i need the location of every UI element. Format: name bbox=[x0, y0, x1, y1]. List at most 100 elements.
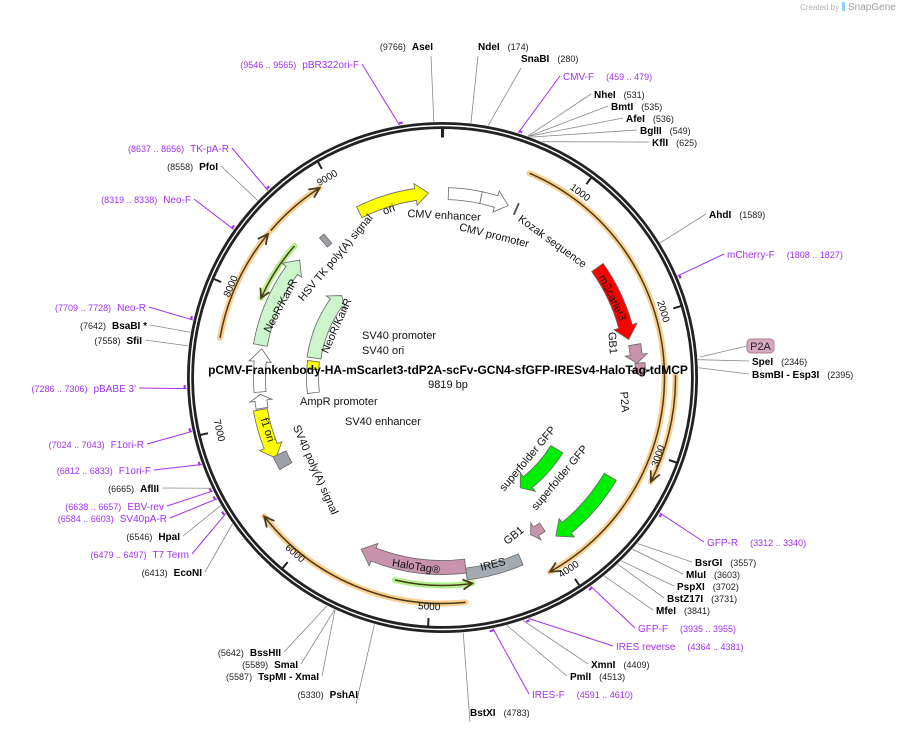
site-label[interactable]: NheI(531) bbox=[594, 90, 645, 101]
site-label[interactable]: IRES reverse(4364 .. 4381) bbox=[616, 642, 744, 653]
feature-superfolder-gfp[interactable] bbox=[519, 444, 564, 493]
site-label[interactable]: (6479 .. 6497)T7 Term bbox=[90, 550, 189, 561]
restriction-site[interactable]: SpeI(2346) bbox=[697, 357, 807, 368]
restriction-site[interactable]: BglII(549) bbox=[530, 126, 691, 138]
primer-site[interactable]: GFP-F(3935 .. 3955) bbox=[588, 585, 736, 635]
site-label[interactable]: GFP-F(3935 .. 3955) bbox=[638, 624, 736, 635]
restriction-site[interactable]: (6546)HpaI bbox=[126, 505, 222, 544]
site-label[interactable]: (8558)PfoI bbox=[167, 162, 218, 173]
site-label[interactable]: BmtI(535) bbox=[611, 102, 662, 113]
site-label[interactable]: (7642)BsaBI * bbox=[80, 321, 147, 332]
feature-neor-kanr[interactable] bbox=[253, 259, 302, 347]
restriction-site[interactable]: BsrGI(3557) bbox=[637, 543, 756, 569]
restriction-site[interactable]: (8558)PfoI bbox=[167, 162, 258, 201]
restriction-site[interactable]: MluI(3603) bbox=[632, 548, 740, 581]
primer-site[interactable]: (8319 .. 8338)Neo-F bbox=[101, 195, 236, 230]
restriction-site[interactable]: BstXI(4783) bbox=[462, 632, 530, 723]
primer-site[interactable]: mCherry-F(1808 .. 1827) bbox=[677, 250, 843, 279]
restriction-site[interactable]: BsmBI - Esp3I(2395) bbox=[698, 367, 853, 381]
feature-neor-kanr[interactable] bbox=[306, 295, 347, 360]
site-label[interactable]: CMV-F(459 .. 479) bbox=[563, 72, 652, 83]
primer-site[interactable]: (8637 .. 8656)TK-pA-R bbox=[128, 144, 270, 191]
feature-hsv-tk-poly-a-signal[interactable] bbox=[318, 233, 333, 248]
restriction-site[interactable]: XmnI(4409) bbox=[522, 620, 649, 671]
primer-site[interactable]: (7709 .. 7728)Neo-R bbox=[55, 303, 194, 321]
restriction-site[interactable]: (6413)EcoNI bbox=[142, 523, 233, 579]
restriction-site[interactable]: PmlI(4513) bbox=[506, 624, 625, 683]
restriction-site[interactable]: (5642)BssHII bbox=[218, 605, 328, 659]
primer-site[interactable]: CMV-F(459 .. 479) bbox=[517, 72, 652, 134]
orf-arc[interactable] bbox=[526, 170, 668, 575]
site-label[interactable]: (6812 .. 6833)F1ori-F bbox=[57, 466, 151, 477]
restriction-site[interactable]: (9766)AseI bbox=[380, 42, 435, 122]
site-label[interactable]: (6546)HpaI bbox=[126, 532, 180, 543]
site-label[interactable]: (6584 .. 6603)SV40pA-R bbox=[58, 514, 167, 525]
restriction-site[interactable]: NheI(531) bbox=[527, 90, 645, 137]
primer-site[interactable]: (6479 .. 6497)T7 Term bbox=[90, 511, 227, 561]
site-label[interactable]: KflI(625) bbox=[652, 138, 697, 149]
site-label[interactable]: SpeI(2346) bbox=[752, 357, 807, 368]
feature-sv40-promoter[interactable] bbox=[248, 348, 272, 393]
site-label[interactable]: BstXI(4783) bbox=[470, 708, 530, 719]
site-label[interactable]: (8319 .. 8338)Neo-F bbox=[101, 195, 191, 206]
primer-site[interactable]: IRES-F(4591 .. 4610) bbox=[489, 628, 633, 701]
orf-arc[interactable] bbox=[261, 513, 469, 607]
feature-gb1[interactable] bbox=[624, 343, 649, 364]
orf-arc[interactable] bbox=[267, 184, 323, 234]
feature-f1-ori[interactable] bbox=[252, 408, 283, 459]
feature-mscarlet3[interactable] bbox=[591, 262, 638, 341]
site-label[interactable]: (7709 .. 7728)Neo-R bbox=[55, 303, 146, 314]
site-label[interactable]: SnaBI(280) bbox=[521, 54, 578, 65]
feature-cmv-enhancer[interactable] bbox=[447, 187, 483, 204]
feature-sv40-ori[interactable] bbox=[306, 360, 320, 371]
site-label[interactable]: (7286 .. 7306)pBABE 3' bbox=[31, 384, 136, 395]
site-label[interactable]: (7558)SfiI bbox=[94, 336, 142, 347]
site-label[interactable]: (9766)AseI bbox=[380, 42, 433, 53]
site-label[interactable]: (6638 .. 6657)EBV-rev bbox=[65, 502, 164, 513]
restriction-site[interactable]: (7642)BsaBI * bbox=[80, 321, 191, 333]
primer-site[interactable]: (7286 .. 7306)pBABE 3' bbox=[31, 384, 187, 395]
site-label[interactable]: BglII(549) bbox=[640, 126, 691, 137]
site-label[interactable]: BsrGI(3557) bbox=[695, 558, 756, 569]
restriction-site[interactable]: (6665)AflII bbox=[108, 484, 212, 495]
primer-site[interactable]: (7024 .. 7043)F1ori-R bbox=[49, 427, 193, 451]
feature-superfolder-gfp[interactable] bbox=[555, 472, 617, 538]
feature-gb1[interactable] bbox=[530, 521, 546, 541]
restriction-site[interactable]: BmtI(535) bbox=[528, 102, 662, 137]
primer-site[interactable]: IRES reverse(4364 .. 4381) bbox=[525, 618, 744, 653]
site-label[interactable]: (6413)EcoNI bbox=[142, 568, 203, 579]
feature-sv40-poly-a-signal[interactable] bbox=[272, 450, 293, 471]
site-label[interactable]: mCherry-F(1808 .. 1827) bbox=[727, 250, 843, 261]
primer-site[interactable]: (9546 .. 9565)pBR322ori-F bbox=[240, 60, 403, 126]
feature-kozak-sequence[interactable] bbox=[512, 202, 520, 216]
restriction-site[interactable]: (5589)SmaI bbox=[242, 609, 336, 671]
feature-sv40-enhancer[interactable] bbox=[306, 368, 320, 394]
primer-site[interactable]: (6812 .. 6833)F1ori-F bbox=[57, 461, 202, 477]
orf-arc[interactable] bbox=[647, 372, 679, 485]
site-label[interactable]: (6665)AflII bbox=[108, 484, 159, 495]
feature-halotag[interactable] bbox=[360, 542, 467, 575]
orf-arc[interactable] bbox=[217, 230, 271, 341]
site-label[interactable]: AfeI(536) bbox=[626, 114, 674, 125]
primer-site[interactable]: GFP-R(3312 .. 3340) bbox=[658, 512, 806, 549]
feature-ampr-promoter[interactable] bbox=[248, 393, 274, 410]
feature-ori[interactable] bbox=[356, 182, 430, 219]
restriction-site[interactable]: (5587)TspMI - XmaI bbox=[226, 609, 336, 683]
site-label[interactable]: GFP-R(3312 .. 3340) bbox=[707, 538, 806, 549]
primer-site[interactable]: (6638 .. 6657)EBV-rev bbox=[65, 488, 214, 513]
site-label[interactable]: NdeI(174) bbox=[478, 42, 529, 53]
site-label[interactable]: PmlI(4513) bbox=[570, 672, 625, 683]
p2a-badge[interactable]: P2A bbox=[699, 338, 775, 358]
site-label[interactable]: (5587)TspMI - XmaI bbox=[226, 672, 319, 683]
restriction-site[interactable]: MfeI(3841) bbox=[603, 575, 710, 617]
restriction-site[interactable]: PspXI(3702) bbox=[621, 560, 739, 593]
site-label[interactable]: BstZ17I(3731) bbox=[667, 594, 737, 605]
site-label[interactable]: (9546 .. 9565)pBR322ori-F bbox=[240, 60, 359, 71]
restriction-site[interactable]: BstZ17I(3731) bbox=[617, 563, 737, 605]
site-label[interactable]: (7024 .. 7043)F1ori-R bbox=[49, 440, 144, 451]
restriction-site[interactable]: SnaBI(280) bbox=[487, 54, 578, 126]
orf-arc[interactable] bbox=[258, 242, 298, 301]
restriction-site[interactable]: KflI(625) bbox=[542, 138, 697, 149]
site-label[interactable]: IRES-F(4591 .. 4610) bbox=[532, 690, 633, 701]
site-label[interactable]: MluI(3603) bbox=[686, 570, 740, 581]
